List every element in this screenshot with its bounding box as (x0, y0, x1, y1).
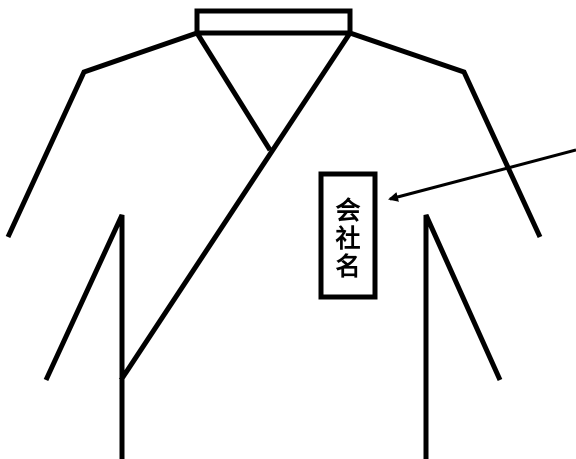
right-inner-sleeve-body (423, 213, 503, 459)
name-tag-char-2: 社 (335, 224, 360, 253)
name-tag-char-1: 会 (335, 196, 360, 225)
left-lapel (194, 31, 273, 152)
left-shoulder-sleeve (5, 30, 198, 239)
name-tag-char-3: 名 (335, 252, 360, 281)
collar-band (194, 8, 353, 36)
crossover-front (118, 31, 353, 382)
name-tag-box (318, 171, 378, 300)
left-inner-sleeve-body (43, 213, 125, 459)
pointer-arrow (388, 148, 576, 202)
right-shoulder-sleeve (349, 30, 543, 239)
